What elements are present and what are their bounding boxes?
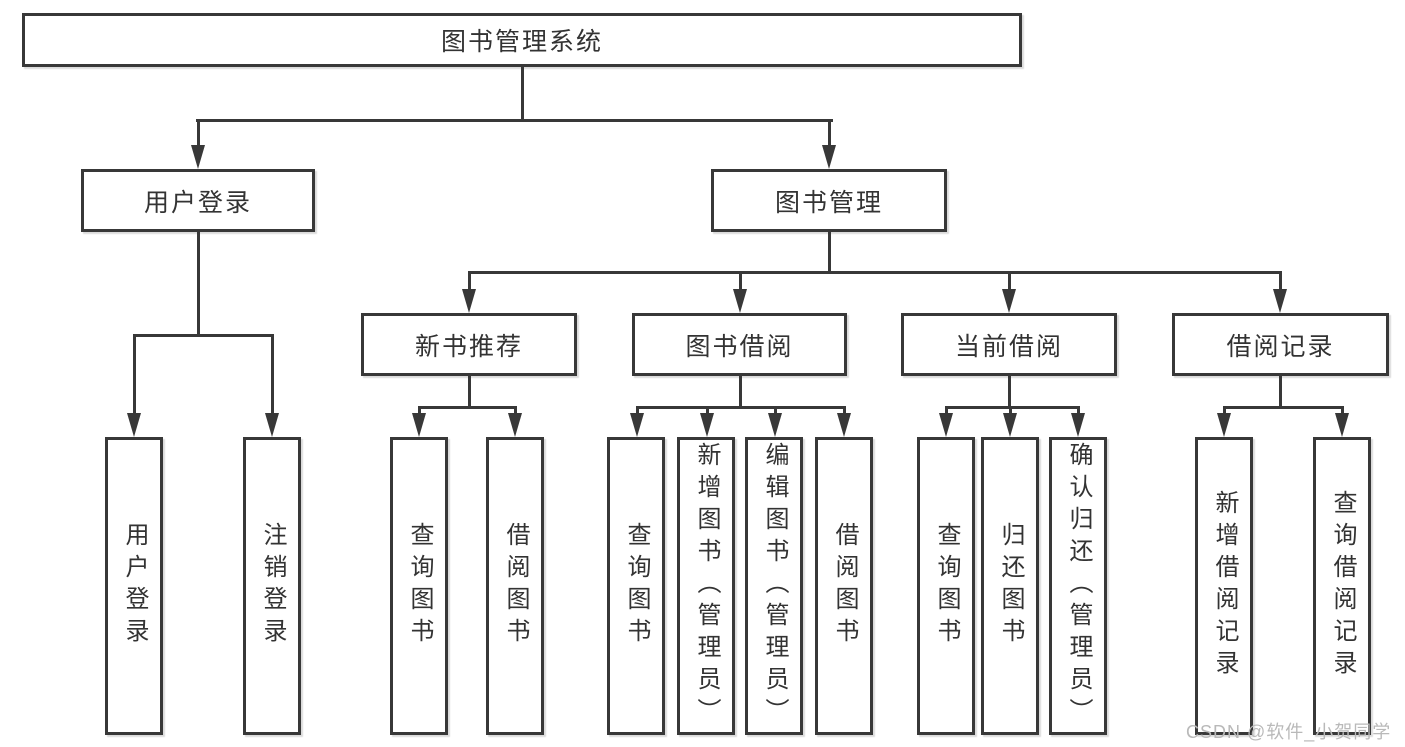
arrow-down-icon (939, 413, 953, 437)
connector-drop-line (197, 232, 200, 337)
connector-drop-line (1279, 376, 1282, 409)
connector-arrow-stem (1341, 406, 1344, 413)
connector-arrow-stem (1009, 406, 1012, 413)
leaf-edit-books-admin: 编辑图书（管理员） (745, 437, 803, 735)
connector-bus-line (133, 334, 274, 337)
connector-arrow-stem (133, 334, 136, 413)
leaf-add-books-admin: 新增图书（管理员） (677, 437, 735, 735)
arrow-down-icon (768, 413, 782, 437)
node-current-borrowing: 当前借阅 (901, 313, 1117, 376)
arrow-down-icon (700, 413, 714, 437)
arrow-down-icon (462, 289, 476, 313)
leaf-add-borrow-record: 新增借阅记录 (1195, 437, 1253, 735)
connector-arrow-stem (706, 406, 709, 413)
connector-drop-line (468, 376, 471, 409)
watermark: CSDN @软件_小贺同学 (1186, 722, 1392, 742)
arrow-down-icon (1217, 413, 1231, 437)
connector-bus-line (636, 406, 846, 409)
connector-arrow-stem (418, 406, 421, 413)
leaf-query-books-borrowing: 查询图书 (607, 437, 665, 735)
node-book-management: 图书管理 (711, 169, 947, 232)
arrow-down-icon (1071, 413, 1085, 437)
arrow-down-icon (822, 145, 836, 169)
connector-bus-line (196, 119, 833, 122)
connector-arrow-stem (945, 406, 948, 413)
node-borrowing-records: 借阅记录 (1172, 313, 1389, 376)
connector-arrow-stem (843, 406, 846, 413)
arrow-down-icon (127, 413, 141, 437)
leaf-confirm-return-admin: 确认归还（管理员） (1049, 437, 1107, 735)
connector-bus-line (945, 406, 1080, 409)
arrow-down-icon (733, 289, 747, 313)
connector-arrow-stem (636, 406, 639, 413)
connector-arrow-stem (197, 119, 200, 145)
connector-arrow-stem (468, 271, 471, 289)
arrow-down-icon (1335, 413, 1349, 437)
connector-drop-line (828, 232, 831, 274)
connector-drop-line (1008, 376, 1011, 409)
connector-arrow-stem (774, 406, 777, 413)
leaf-user-login: 用户登录 (105, 437, 163, 735)
arrow-down-icon (630, 413, 644, 437)
arrow-down-icon (265, 413, 279, 437)
node-new-book-recommendation: 新书推荐 (361, 313, 577, 376)
arrow-down-icon (1002, 289, 1016, 313)
arrow-down-icon (1003, 413, 1017, 437)
arrow-down-icon (508, 413, 522, 437)
connector-arrow-stem (1077, 406, 1080, 413)
connector-bus-line (1223, 406, 1344, 409)
node-library-management-system: 图书管理系统 (22, 13, 1022, 67)
arrow-down-icon (837, 413, 851, 437)
node-book-borrowing: 图书借阅 (632, 313, 847, 376)
leaf-query-books-recommend: 查询图书 (390, 437, 448, 735)
arrow-down-icon (191, 145, 205, 169)
leaf-borrow-books-borrowing: 借阅图书 (815, 437, 873, 735)
leaf-logout: 注销登录 (243, 437, 301, 735)
connector-arrow-stem (1008, 271, 1011, 289)
connector-bus-line (468, 271, 1282, 274)
connector-arrow-stem (514, 406, 517, 413)
connector-arrow-stem (1279, 271, 1282, 289)
arrow-down-icon (412, 413, 426, 437)
leaf-return-books: 归还图书 (981, 437, 1039, 735)
connector-arrow-stem (739, 271, 742, 289)
connector-drop-line (739, 376, 742, 409)
connector-arrow-stem (271, 334, 274, 413)
connector-bus-line (418, 406, 517, 409)
leaf-borrow-books-recommend: 借阅图书 (486, 437, 544, 735)
leaf-query-books-current: 查询图书 (917, 437, 975, 735)
leaf-query-borrow-record: 查询借阅记录 (1313, 437, 1371, 735)
connector-arrow-stem (1223, 406, 1226, 413)
node-user-login: 用户登录 (81, 169, 315, 232)
connector-arrow-stem (828, 119, 831, 145)
connector-drop-line (521, 67, 524, 122)
arrow-down-icon (1273, 289, 1287, 313)
